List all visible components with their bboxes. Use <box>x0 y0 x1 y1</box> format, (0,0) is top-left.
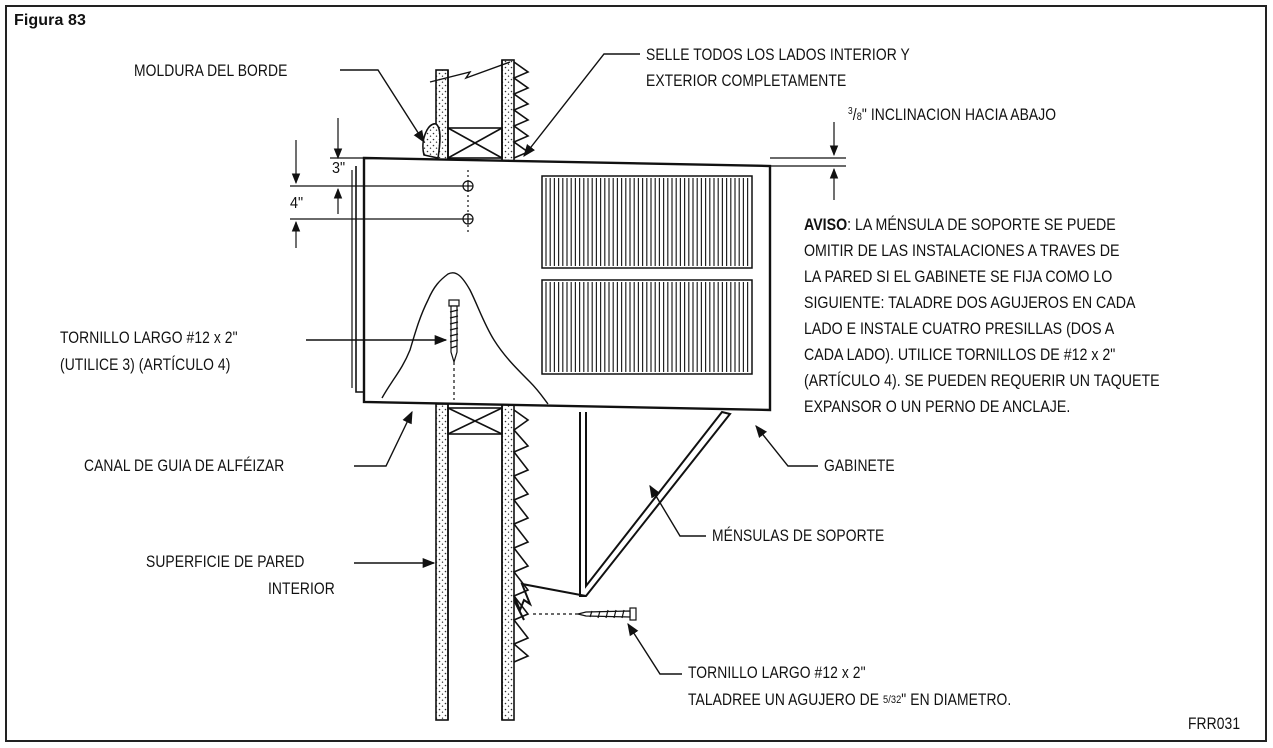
notice-line-4: SIGUIENTE: TALADRE DOS AGUJEROS EN CADA <box>804 294 1136 312</box>
inclinacion-denominator: 8 <box>856 111 862 123</box>
support-bracket <box>513 410 732 621</box>
label-tornillo-interior-1: TORNILLO LARGO #12 x 2" <box>60 329 238 347</box>
label-gabinete: GABINETE <box>824 457 895 475</box>
cabinet <box>351 156 772 412</box>
grille-frames <box>541 175 753 375</box>
dimension-4in: 4" <box>290 195 304 212</box>
notice-line-6: CADA LADO). UTILICE TORNILLOS DE #12 x 2… <box>804 346 1116 364</box>
interior-wall-surface-lower <box>435 403 449 721</box>
notice-line-1: AVISO: LA MÉNSULA DE SOPORTE SE PUEDE <box>804 212 1160 238</box>
dimension-3in: 3" <box>332 160 346 177</box>
notice-line-7: (ARTÍCULO 4). SE PUEDEN REQUERIR UN TAQU… <box>804 372 1160 390</box>
label-superficie-1: SUPERFICIE DE PARED <box>146 553 305 571</box>
exterior-sheathing-lower <box>501 403 515 721</box>
notice-line-5: LADO E INSTALE CUATRO PRESILLAS (DOS A <box>804 320 1115 338</box>
notice-line-3: LA PARED SI EL GABINETE SE FIJA COMO LO <box>804 268 1113 286</box>
exterior-sheathing-upper <box>501 59 515 163</box>
cutaway-edge <box>381 272 549 405</box>
wall <box>422 59 530 721</box>
interior-screw <box>448 299 460 400</box>
sill-lower <box>447 407 503 435</box>
leader-sill-channel <box>354 410 413 467</box>
label-inclinacion: 3/8" INCLINACION HACIA ABAJO <box>848 106 1057 124</box>
inclinacion-numerator: 3 <box>848 106 853 117</box>
figure-frame <box>5 5 1267 742</box>
label-tornillo-interior-2: (UTILICE 3) (ARTÍCULO 4) <box>60 356 231 374</box>
notice-line-8: EXPANSOR O UN PERNO DE ANCLAJE. <box>804 398 1071 416</box>
leader-seal <box>523 53 640 157</box>
notice-line-1-text: : LA MÉNSULA DE SOPORTE SE PUEDE <box>847 216 1116 234</box>
leader-brackets <box>649 484 706 537</box>
inclinacion-text: " INCLINACION HACIA ABAJO <box>861 106 1057 124</box>
tornillo-exterior-text-b: " EN DIAMETRO. <box>901 691 1012 709</box>
notice-heading: AVISO <box>804 216 848 234</box>
label-selle-2: EXTERIOR COMPLETAMENTE <box>646 72 847 90</box>
label-moldura: MOLDURA DEL BORDE <box>134 62 288 80</box>
edge-molding <box>422 123 441 159</box>
figure-code: FRR031 <box>1188 715 1241 733</box>
label-canal: CANAL DE GUIA DE ALFÉIZAR <box>84 457 285 475</box>
leader-exterior-screw <box>627 622 682 675</box>
tornillo-exterior-text-a: TALADREE UN AGUJERO DE <box>688 691 883 709</box>
label-tornillo-exterior-2: TALADREE UN AGUJERO DE 5/32" EN DIAMETRO… <box>688 689 1011 711</box>
label-tornillo-exterior-1: TORNILLO LARGO #12 x 2" <box>688 664 866 682</box>
leader-molding <box>340 69 425 144</box>
notice-block: AVISO: LA MÉNSULA DE SOPORTE SE PUEDE OM… <box>804 212 1160 420</box>
tornillo-exterior-fraction: 5/32 <box>882 694 902 706</box>
label-mensulas: MÉNSULAS DE SOPORTE <box>712 527 885 545</box>
label-selle-1: SELLE TODOS LOS LADOS INTERIOR Y <box>646 46 910 64</box>
leader-cabinet <box>755 425 818 467</box>
figure-title: Figura 83 <box>14 12 87 29</box>
exterior-screw <box>530 607 637 621</box>
cabinet-grille <box>545 178 749 372</box>
leader-lines <box>306 53 818 675</box>
dimension-lines <box>290 118 846 248</box>
header-upper <box>447 127 503 159</box>
mounting-holes <box>462 170 474 235</box>
label-superficie-2: INTERIOR <box>268 580 335 598</box>
notice-line-2: OMITIR DE LAS INSTALACIONES A TRAVES DE <box>804 242 1120 260</box>
